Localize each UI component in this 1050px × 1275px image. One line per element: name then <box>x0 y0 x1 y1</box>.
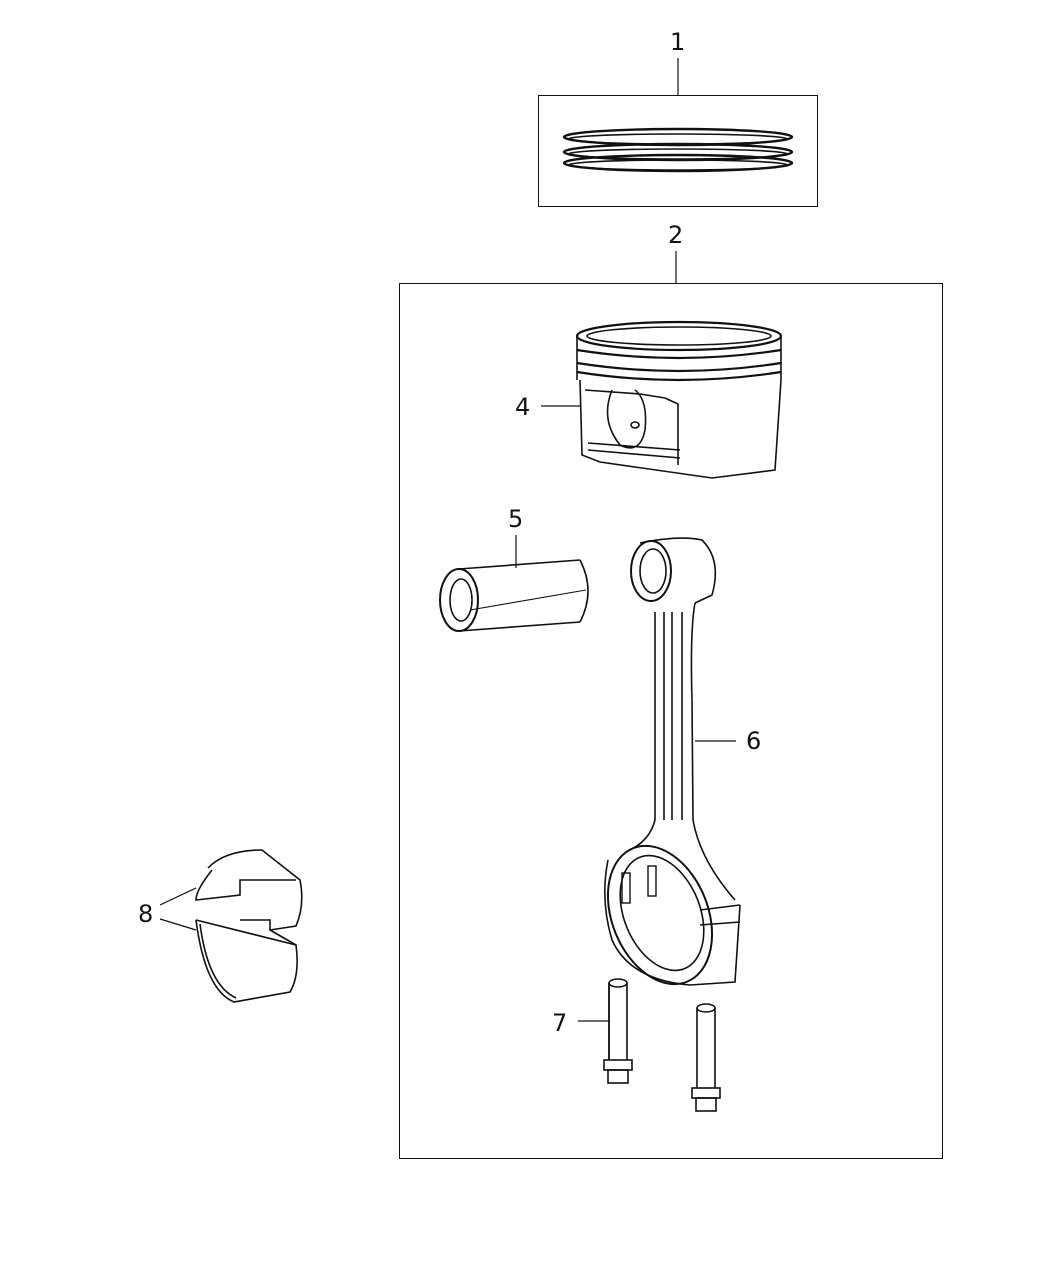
connecting-rod-bearings-icon <box>195 849 303 1003</box>
callout-5[interactable]: 5 <box>508 505 524 533</box>
connecting-rod-icon <box>604 537 741 986</box>
callout-2[interactable]: 2 <box>668 221 684 249</box>
piston-rings-icon <box>562 127 794 173</box>
callout-8[interactable]: 8 <box>138 900 154 928</box>
piston-pin-icon <box>439 559 589 632</box>
leader-lines <box>159 58 736 1022</box>
callout-6[interactable]: 6 <box>746 727 762 755</box>
piston-icon <box>575 320 783 479</box>
connecting-rod-bolts-icon <box>603 978 721 1112</box>
callout-1[interactable]: 1 <box>670 28 686 56</box>
callout-4[interactable]: 4 <box>515 393 531 421</box>
assembly-frame <box>399 283 943 1159</box>
callout-7[interactable]: 7 <box>552 1009 568 1037</box>
piston-rings-frame <box>538 95 818 207</box>
